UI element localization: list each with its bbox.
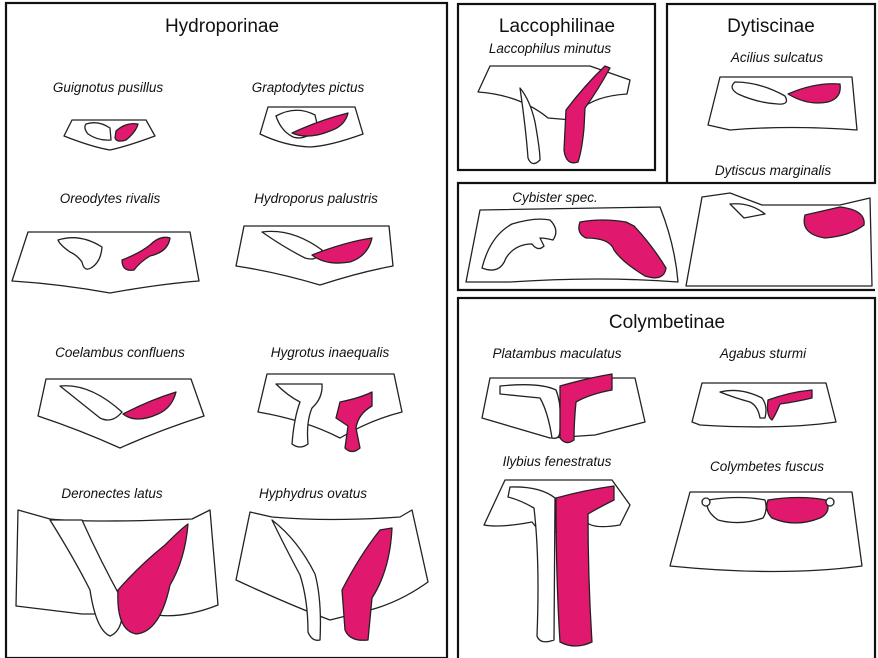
species-label: Cybister spec. <box>512 190 598 205</box>
drawing-dytiscus-marginalis <box>686 193 872 286</box>
species-label: Agabus sturmi <box>719 346 807 361</box>
drawing-laccophilus-minutus <box>478 66 630 164</box>
species-label: Acilius sulcatus <box>730 50 824 65</box>
title-colymbetinae: Colymbetinae <box>609 312 725 333</box>
species-label: Coelambus confluens <box>55 345 185 360</box>
drawing-deronectes-latus <box>16 510 218 636</box>
species-label: Laccophilus minutus <box>489 41 612 56</box>
drawing-cybister-spec <box>466 207 678 282</box>
species-label: Colymbetes fuscus <box>710 459 824 474</box>
drawing-acilius-sulcatus <box>708 77 857 130</box>
species-label: Ilybius fenestratus <box>503 454 612 469</box>
species-label: Oreodytes rivalis <box>60 191 161 206</box>
species-label: Graptodytes pictus <box>252 80 365 95</box>
species-label: Hydroporus palustris <box>254 191 378 206</box>
drawing-platambus-maculatus <box>482 374 645 443</box>
title-hydroporinae: Hydroporinae <box>165 16 279 37</box>
drawing-ilybius-fenestratus <box>484 480 630 646</box>
species-label: Hyphydrus ovatus <box>259 486 367 501</box>
drawing-hyphydrus-ovatus <box>236 510 428 640</box>
drawing-hydroporus-palustris <box>236 226 393 285</box>
drawing-graptodytes-pictus <box>260 107 363 147</box>
species-label: Platambus maculatus <box>492 346 621 361</box>
title-laccophilinae: Laccophilinae <box>499 16 615 37</box>
species-label: Hygrotus inaequalis <box>271 345 390 360</box>
drawing-agabus-sturmi <box>692 383 836 427</box>
species-label: Deronectes latus <box>61 486 163 501</box>
species-label: Dytiscus marginalis <box>715 163 832 178</box>
drawing-colymbetes-fuscus <box>670 492 862 572</box>
drawing-coelambus-confluens <box>38 379 204 448</box>
drawing-guignotus-pusillus <box>64 120 155 150</box>
title-dytiscinae: Dytiscinae <box>727 16 815 37</box>
drawing-oreodytes-rivalis <box>12 232 199 293</box>
species-label: Guignotus pusillus <box>53 80 164 95</box>
drawing-hygrotus-inaequalis <box>258 374 402 452</box>
